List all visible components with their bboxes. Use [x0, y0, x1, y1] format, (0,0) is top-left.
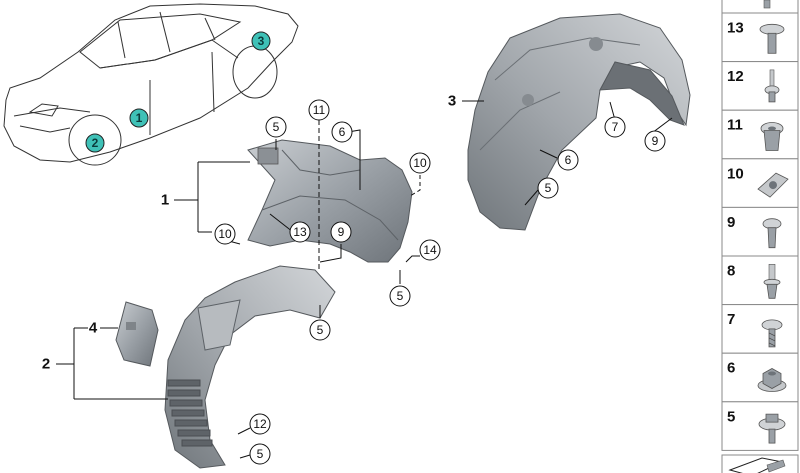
svg-text:6: 6 [565, 153, 572, 167]
group-label-4: 4 [89, 320, 98, 337]
callout-5: 5 [389, 285, 411, 307]
svg-text:5: 5 [273, 120, 280, 134]
callout-13: 13 [289, 221, 311, 243]
grommet-nut-icon [760, 122, 784, 151]
svg-text:5: 5 [257, 447, 264, 461]
wheel-arch-front-upper-part [247, 139, 413, 263]
callout-10: 10 [409, 152, 431, 174]
sidebar-item-6: 6 [721, 352, 799, 403]
sidebar-item-number: 12 [727, 68, 744, 85]
car-outline [3, 3, 299, 166]
svg-text:13: 13 [293, 225, 307, 239]
svg-text:5: 5 [397, 289, 404, 303]
svg-text:2: 2 [92, 136, 99, 150]
sidebar-item-number: 13 [727, 20, 744, 37]
callout-9: 9 [330, 221, 352, 243]
svg-text:10: 10 [218, 227, 232, 241]
screw-icon [761, 319, 783, 348]
svg-text:9: 9 [338, 225, 345, 239]
callout-5: 5 [249, 443, 271, 465]
callout-6: 6 [557, 149, 579, 171]
spreader-rivet-icon [763, 263, 781, 299]
partial-top-icon [763, 0, 771, 9]
callout-7: 7 [604, 116, 626, 138]
parts-sidebar: 13 12 11 10 9 8 7 6 5 [721, 0, 800, 473]
svg-text:11: 11 [313, 103, 326, 117]
svg-text:14: 14 [423, 243, 437, 257]
callout-12: 12 [249, 413, 271, 435]
sidebar-item-number: 7 [727, 311, 735, 328]
cover-panel-part [115, 301, 159, 367]
expanding-rivet-icon [762, 218, 782, 249]
grille-vents [167, 379, 213, 447]
svg-text:5: 5 [545, 181, 552, 195]
svg-text:3: 3 [258, 34, 265, 48]
wheel-arch-front-lower-part [164, 265, 336, 469]
callout-5: 5 [309, 319, 331, 341]
clip-nut-icon [757, 172, 789, 198]
leader-lines [56, 100, 673, 459]
spread-rivet-icon [764, 69, 780, 103]
callout-10: 10 [214, 223, 236, 245]
sidebar-item-13: 13 [721, 12, 799, 63]
wheel-arch-rear-part [467, 13, 691, 231]
sidebar-item-11: 11 [721, 109, 799, 160]
group-label-1: 1 [161, 192, 169, 209]
callout-14: 14 [419, 239, 441, 261]
sidebar-item-7: 7 [721, 304, 799, 354]
sidebar-item-number: 6 [727, 360, 735, 377]
svg-text:9: 9 [652, 134, 659, 148]
sidebar-item-9: 9 [721, 206, 799, 257]
sidebar-item-10: 10 [721, 158, 799, 208]
sidebar-item-8: 8 [721, 255, 799, 306]
svg-text:5: 5 [317, 323, 324, 337]
sidebar-item-number: 8 [727, 263, 735, 280]
sidebar-item-number: 5 [727, 408, 735, 425]
sidebar-item-number: 10 [727, 165, 744, 182]
callout-5: 5 [265, 116, 287, 138]
sidebar-item-number: 11 [727, 117, 743, 134]
push-rivet-icon [759, 23, 785, 54]
car-locator-2: 2 [85, 133, 105, 153]
hex-nut-icon [757, 368, 787, 392]
callout-11: 11 [308, 99, 330, 121]
svg-text:12: 12 [253, 417, 267, 431]
callout-6: 6 [331, 121, 353, 143]
svg-text:1: 1 [136, 111, 143, 125]
callout-9: 9 [644, 130, 666, 152]
callout-5: 5 [537, 177, 559, 199]
gasket-strip-icon [728, 457, 786, 473]
collar-screw-icon [758, 413, 786, 444]
svg-text:10: 10 [413, 156, 427, 170]
sidebar-item-5: 5 [721, 401, 799, 451]
group-label-3: 3 [448, 93, 456, 110]
group-label-2: 2 [42, 356, 50, 373]
sidebar-item-12: 12 [721, 61, 799, 111]
svg-text:7: 7 [612, 120, 619, 134]
car-locator-3: 3 [251, 31, 271, 51]
car-locator-1: 1 [129, 108, 149, 128]
svg-text:6: 6 [339, 125, 346, 139]
sidebar-item-number: 9 [727, 214, 735, 231]
